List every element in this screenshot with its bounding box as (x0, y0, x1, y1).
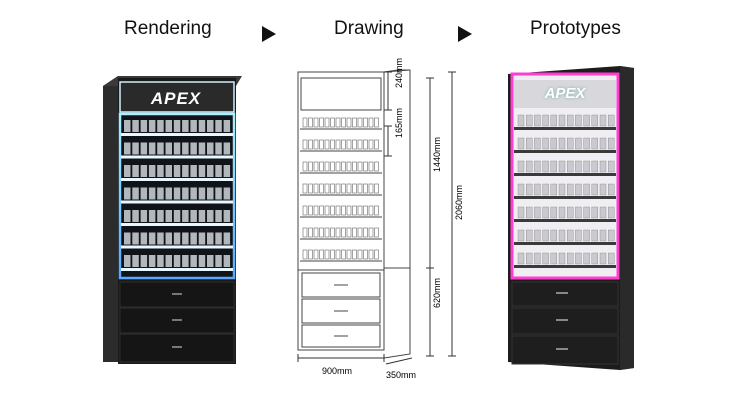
dim-depth: 350mm (386, 370, 416, 380)
arrow-right-icon (262, 26, 276, 42)
apex-logo-rendering: APEX (150, 89, 202, 108)
dim-total-height: 2060mm (454, 185, 464, 220)
dim-width: 900mm (322, 366, 352, 376)
dim-shelf-spacing: 165mm (394, 108, 404, 138)
dim-display-height: 1440mm (432, 137, 442, 172)
step-title-prototypes: Prototypes (530, 18, 621, 39)
dim-drawer-height: 620mm (432, 278, 442, 308)
dim-header-height: 240mm (394, 58, 404, 88)
step-title-rendering: Rendering (124, 18, 212, 39)
arrow-right-icon (458, 26, 472, 42)
apex-logo-prototype: APEX (544, 84, 586, 102)
step-title-drawing: Drawing (334, 18, 404, 39)
